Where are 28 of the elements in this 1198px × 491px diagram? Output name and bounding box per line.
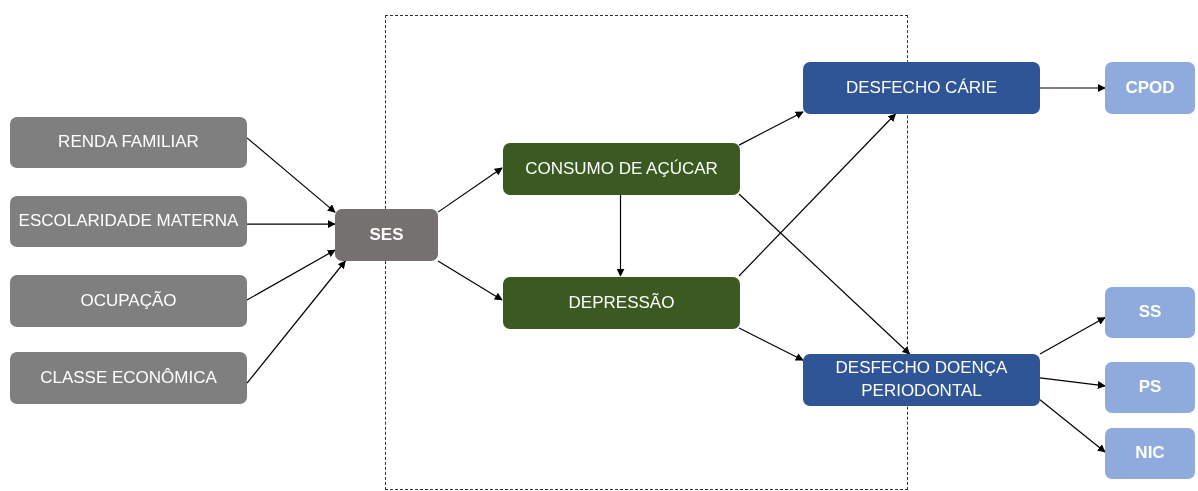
process-box: DESFECHO CÁRIE [803, 62, 1040, 114]
arrow [246, 220, 336, 229]
process-box: NIC [1105, 428, 1195, 479]
arrow [738, 113, 897, 277]
process-box: CLASSE ECONÔMICA [10, 352, 247, 404]
process-box: ESCOLARIDADE MATERNA [10, 196, 247, 247]
arrow [246, 249, 336, 301]
arrow [616, 193, 625, 277]
process-box: RENDA FAMILIAR [10, 117, 247, 168]
arrow [1039, 84, 1106, 92]
arrow [1039, 317, 1106, 355]
arrow [246, 137, 336, 213]
arrow [437, 167, 503, 213]
arrow [1039, 399, 1106, 453]
arrow [437, 260, 503, 301]
arrow [738, 193, 911, 355]
process-box: SES [335, 209, 438, 261]
arrow [246, 260, 346, 384]
arrow [738, 327, 804, 361]
process-box: CPOD [1105, 62, 1195, 114]
arrow [738, 111, 804, 146]
process-box: SS [1105, 287, 1195, 338]
arrow [1039, 377, 1106, 390]
process-box: CONSUMO DE AÇÚCAR [503, 143, 740, 195]
process-box: DEPRESSÃO [503, 277, 740, 329]
process-box: DESFECHO DOENÇA PERIODONTAL [803, 354, 1040, 406]
process-box: PS [1105, 362, 1195, 413]
process-box: OCUPAÇÃO [10, 275, 247, 327]
